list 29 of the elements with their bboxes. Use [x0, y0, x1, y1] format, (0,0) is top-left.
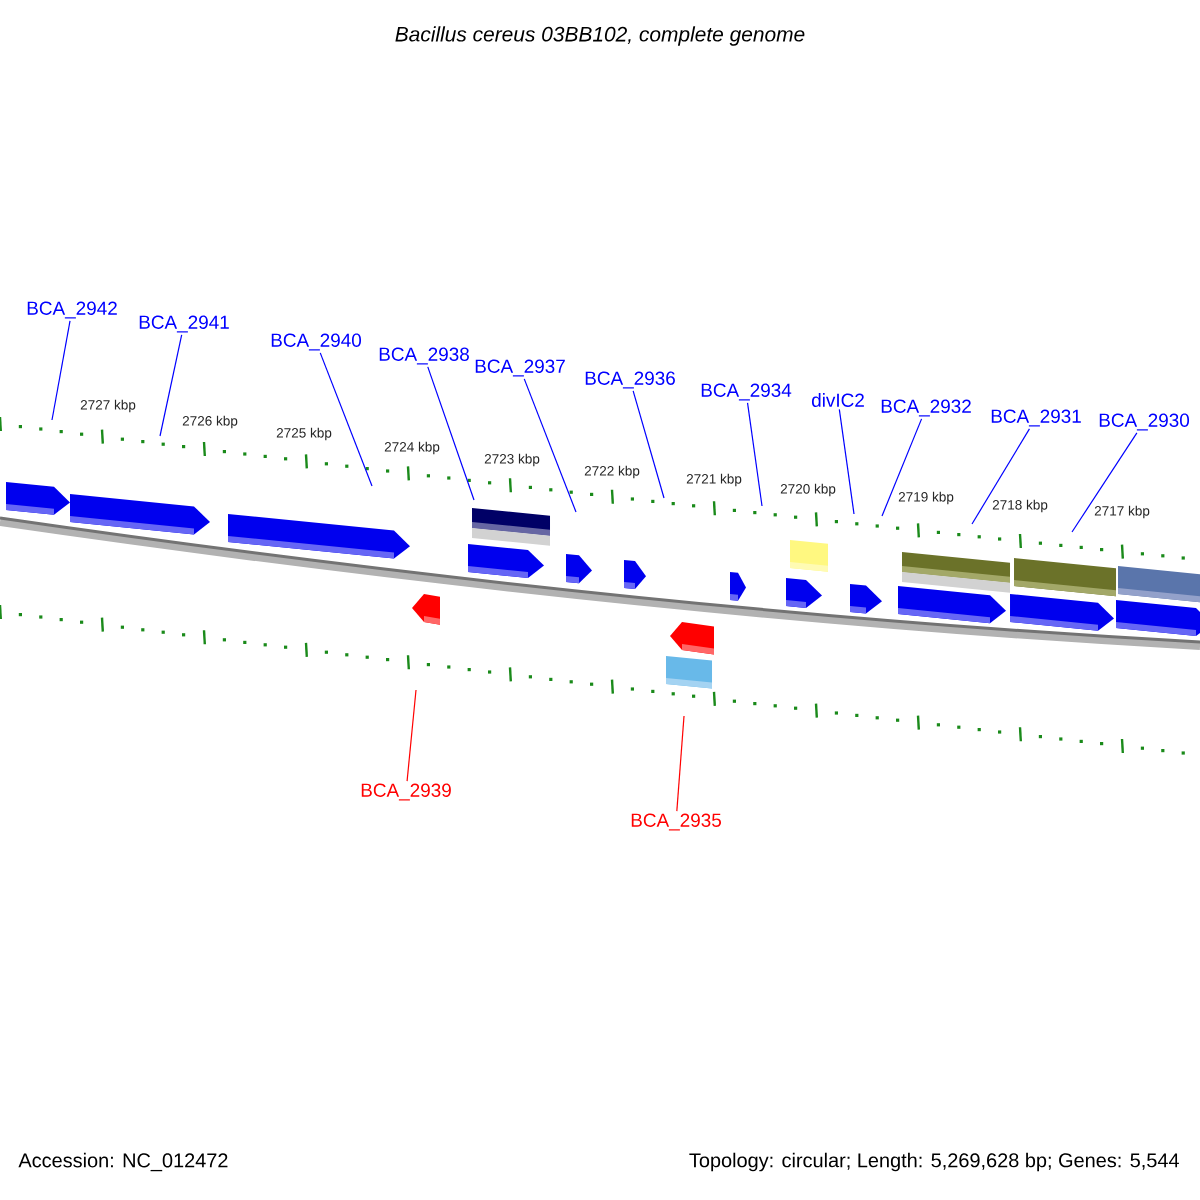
leader-line — [838, 408, 855, 515]
gene-label: BCA_2930 — [1099, 413, 1190, 431]
footer-text: Topology: circular; Length: 5,269,628 bp; Genes: 5,544 — [689, 1152, 1179, 1172]
leader-line — [881, 418, 923, 517]
gene-label: divIC2 — [811, 393, 864, 407]
leader-line — [523, 378, 577, 513]
gene-label: BCA_2935 — [631, 813, 721, 831]
gene-label: BCA_2942 — [27, 301, 117, 319]
leader-line — [51, 320, 71, 421]
title: Bacillus cereus 03BB102, complete genome — [395, 26, 805, 46]
gene-label: BCA_2932 — [881, 399, 971, 417]
gene-label: BCA_2937 — [475, 359, 565, 377]
leader-line — [746, 402, 763, 507]
gene-label: BCA_2934 — [701, 383, 792, 401]
leader-line — [319, 352, 373, 487]
gene-label: BCA_2931 — [991, 409, 1081, 427]
gene-label: BCA_2940 — [271, 333, 361, 351]
gene-label: BCA_2941 — [139, 315, 229, 333]
leader-line — [632, 390, 665, 499]
leader-line — [406, 689, 417, 782]
leader-line — [159, 334, 183, 437]
footer-text: Accession: NC_012472 — [18, 1152, 228, 1172]
gene-label: BCA_2938 — [379, 347, 469, 365]
gene-label: BCA_2939 — [361, 783, 451, 801]
leader-line — [427, 366, 475, 501]
leader-line — [971, 428, 1031, 525]
leader-line — [676, 715, 685, 812]
leader-line — [1071, 432, 1138, 533]
gene-label: BCA_2936 — [585, 371, 675, 389]
